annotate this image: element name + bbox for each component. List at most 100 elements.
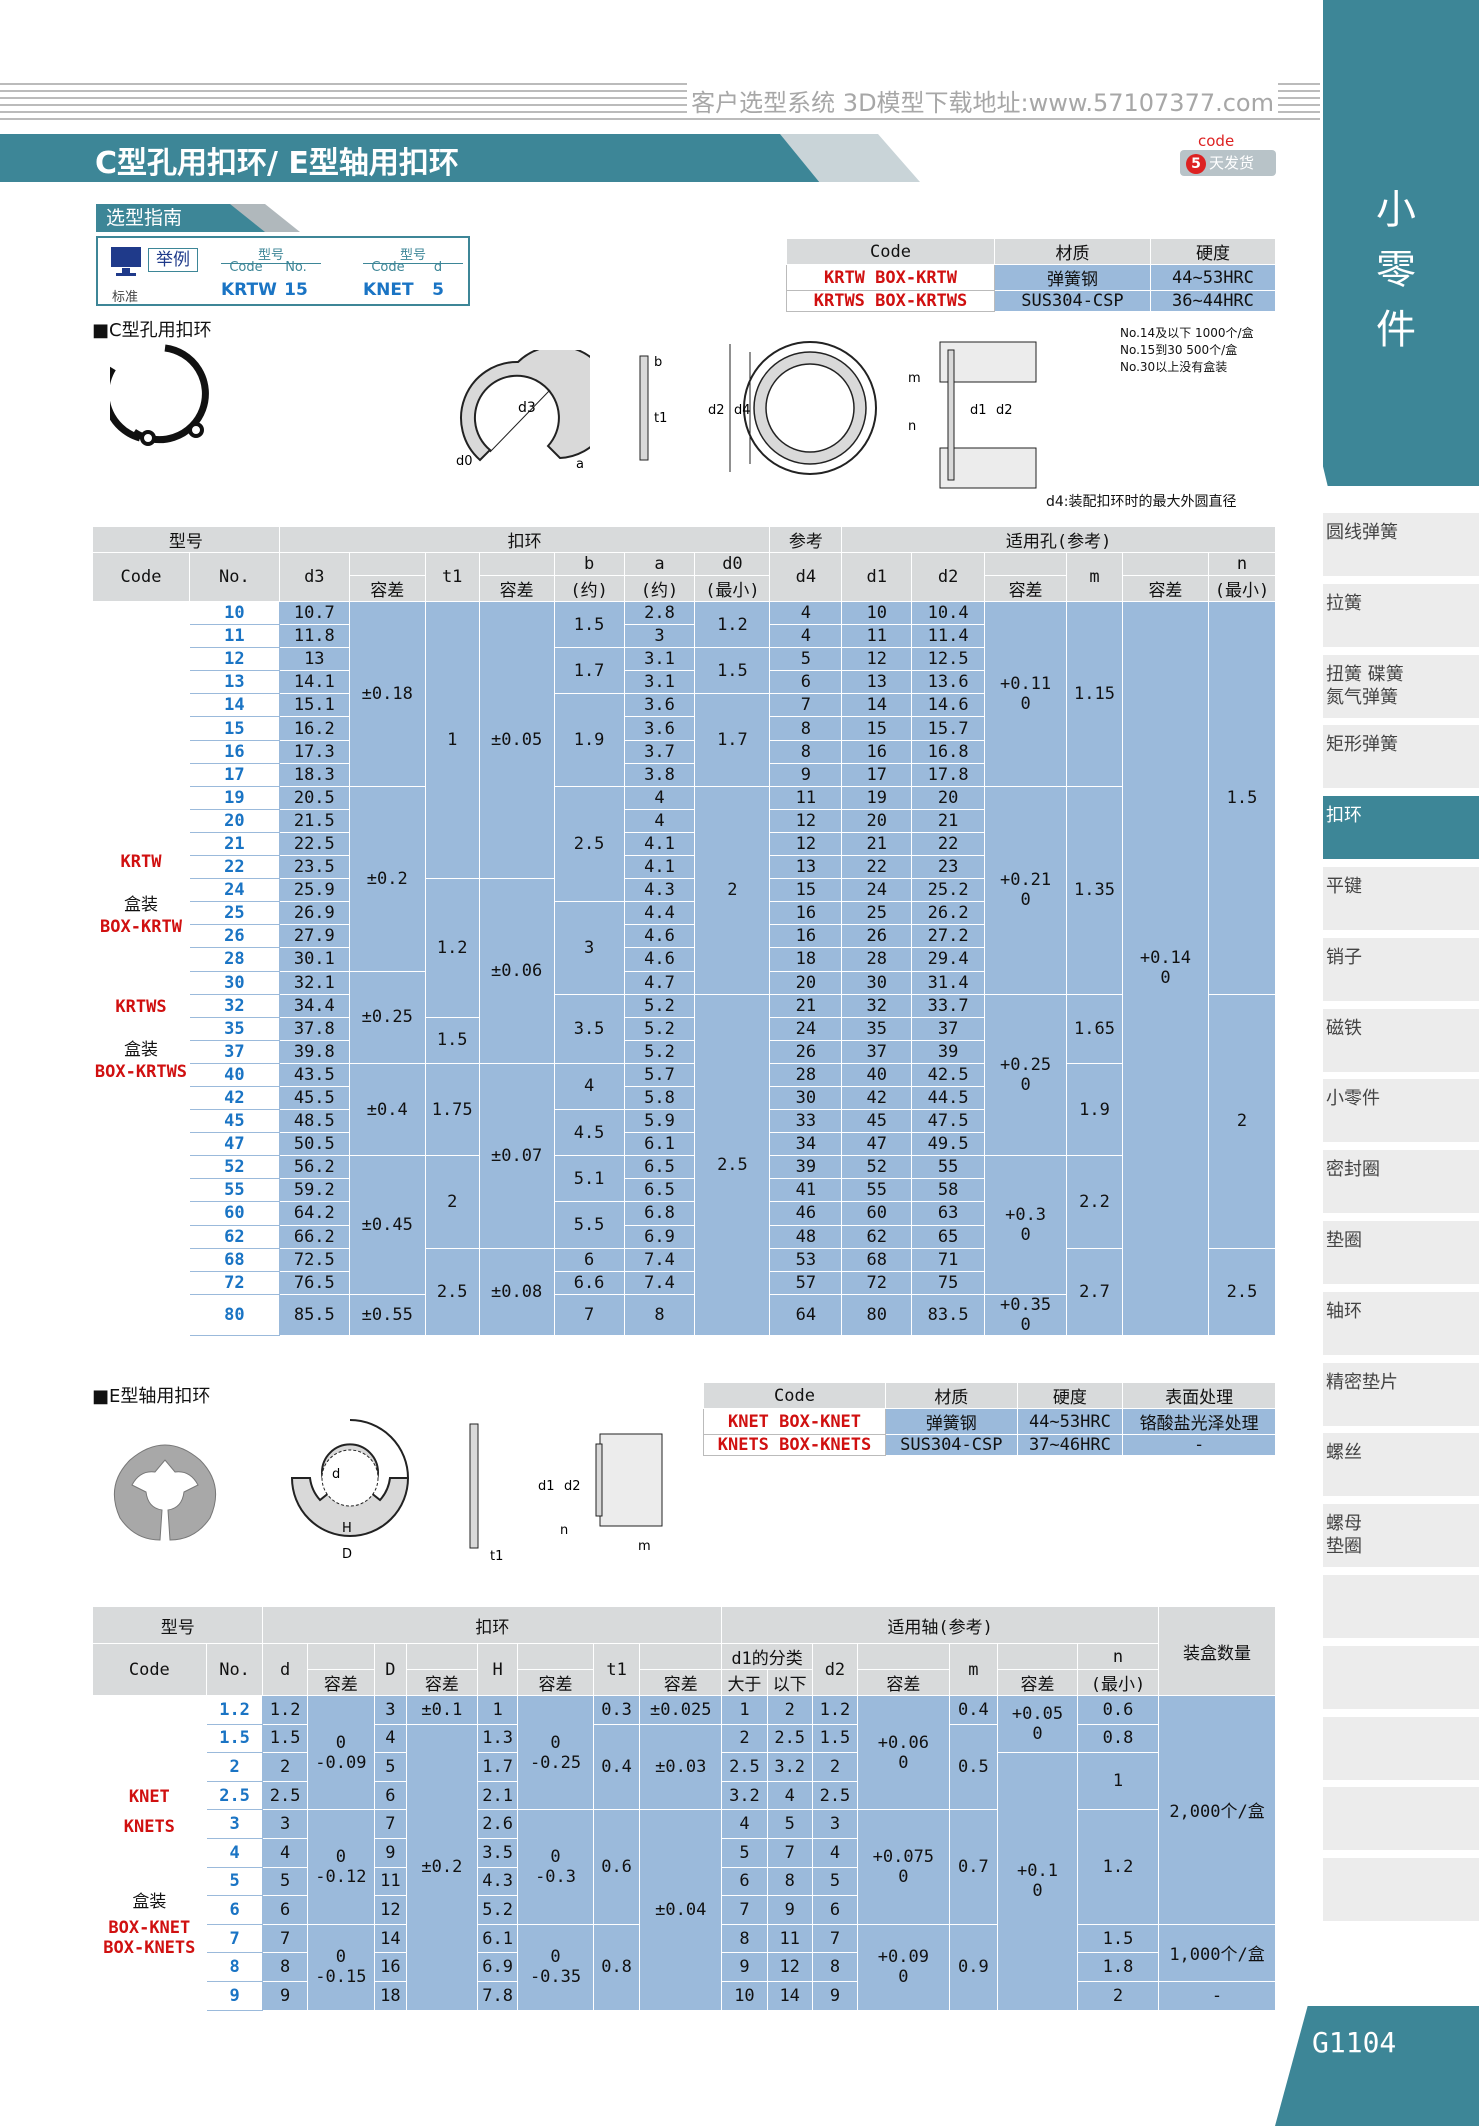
no-cell: 10: [188, 600, 280, 626]
le-cell: 4: [766, 1780, 813, 1811]
no-cell: 55: [188, 1178, 280, 1203]
sidebar-item[interactable]: [1323, 1858, 1479, 1922]
d4-cell: 4: [769, 600, 843, 626]
d3-cell: 26.9: [278, 901, 350, 926]
d1-cell: 24: [841, 878, 913, 903]
th: 适用轴(参考): [721, 1606, 1160, 1644]
sidebar-item[interactable]: 矩形弹簧: [1323, 725, 1479, 789]
guide-v1b: 15: [284, 280, 308, 300]
tol-lower: -0.25: [529, 1752, 582, 1773]
sidebar-item[interactable]: [1323, 1645, 1479, 1709]
th: (最小): [1207, 575, 1277, 602]
th: H: [477, 1643, 519, 1696]
le-cell: 7: [766, 1837, 813, 1868]
th: d1: [841, 552, 913, 602]
d4-cell: 11: [769, 785, 843, 810]
sidebar-item[interactable]: 圆线弹簧: [1323, 513, 1479, 576]
th: 容差: [984, 575, 1068, 602]
tol-upper: +0.06: [877, 1732, 929, 1753]
d-cell: 1.5: [262, 1723, 308, 1754]
sidebar-item[interactable]: 垫圈: [1323, 1221, 1479, 1284]
sidebar-item[interactable]: 精密垫片: [1323, 1362, 1479, 1426]
c-ring-installed: d2 d4: [708, 341, 877, 475]
d1-cell: 13: [841, 670, 913, 695]
table-cell: 2: [694, 785, 771, 995]
table-cell: ±0.45: [348, 1155, 426, 1295]
d-cell: 6: [262, 1895, 308, 1925]
d2-cell: 1.5: [811, 1723, 859, 1754]
no-cell: 6: [205, 1895, 264, 1925]
mat-c-code: KRTW BOX-KRTW: [786, 264, 995, 291]
d2-cell: 27.2: [911, 924, 986, 949]
table-cell: 0.9: [948, 1923, 999, 2011]
sidebar-item[interactable]: 拉簧: [1323, 583, 1479, 647]
a-cell: 5.2: [623, 1039, 696, 1064]
sidebar-item[interactable]: 螺丝: [1323, 1433, 1479, 1497]
sidebar-item[interactable]: 密封圈: [1323, 1150, 1479, 1214]
th: 容差: [857, 1669, 950, 1696]
d1-cell: 20: [841, 808, 913, 833]
a-cell: 4.6: [623, 924, 696, 949]
d2-cell: 33.7: [911, 993, 986, 1018]
Htol-cell: 0-0.25: [517, 1694, 594, 1811]
sidebar-item[interactable]: 扭簧 碟簧 氮气弹簧: [1323, 654, 1479, 718]
gt-cell: 9: [721, 1952, 768, 1982]
d2-cell: 7: [811, 1923, 859, 1954]
d-cell: 7: [262, 1923, 308, 1954]
selection-example: 举例 标准 型号 Code No. KRTW 15 型号 Code d KNET…: [96, 236, 470, 306]
e-section-title: ■E型轴用扣环: [92, 1386, 211, 1407]
d1-cell: 25: [841, 901, 913, 926]
le-cell: 12: [766, 1952, 813, 1982]
guide-n1: No.: [285, 260, 307, 275]
sidebar-item[interactable]: 轴环: [1323, 1291, 1479, 1355]
d2-cell: 63: [911, 1201, 986, 1226]
pack-note-line: No.15到30 500个/盒: [1120, 343, 1238, 357]
table-cell: 1.2: [424, 878, 480, 1018]
gt-cell: 5: [721, 1837, 768, 1868]
tol-lower: 0: [898, 1967, 909, 1988]
no-cell: 8: [205, 1952, 264, 1982]
th: 大于: [721, 1669, 768, 1696]
sidebar-item[interactable]: 磁铁: [1323, 1008, 1479, 1072]
d4-cell: 24: [769, 1016, 843, 1041]
table-cell: 1.5: [1207, 601, 1277, 995]
sidebar-item[interactable]: 销子: [1323, 937, 1479, 1001]
d4-cell: 46: [769, 1201, 843, 1226]
le-cell: 2: [766, 1695, 813, 1725]
H-cell: 4.3: [477, 1866, 519, 1897]
d4-cell: 41: [769, 1178, 843, 1203]
no-cell: 2.5: [205, 1780, 264, 1811]
H-cell: 1.7: [477, 1752, 519, 1782]
sidebar-item[interactable]: [1323, 1716, 1479, 1780]
sidebar-item[interactable]: 扣环: [1323, 796, 1479, 860]
Htol-cell: 0-0.3: [517, 1809, 594, 1925]
tol-upper: +0.11: [999, 673, 1052, 694]
sidebar-item[interactable]: 平键: [1323, 867, 1479, 930]
d3-cell: 72.5: [278, 1247, 350, 1272]
table-cell: 0.4: [592, 1723, 641, 1811]
dim-e-t1: t1: [490, 1549, 503, 1564]
sidebar-item[interactable]: 螺母 垫圈: [1323, 1504, 1479, 1568]
table-cell: 4: [553, 1062, 625, 1111]
a-cell: 5.2: [623, 993, 696, 1018]
table-cell: 2: [1077, 1980, 1160, 2011]
d3-cell: 20.5: [278, 785, 350, 810]
sidebar-item[interactable]: [1323, 1575, 1479, 1638]
table-cell: 1.5: [694, 647, 771, 695]
sidebar-item[interactable]: [1323, 1787, 1479, 1851]
sidebar-item[interactable]: 小零件: [1323, 1079, 1479, 1143]
d4-cell: 28: [769, 1062, 843, 1087]
